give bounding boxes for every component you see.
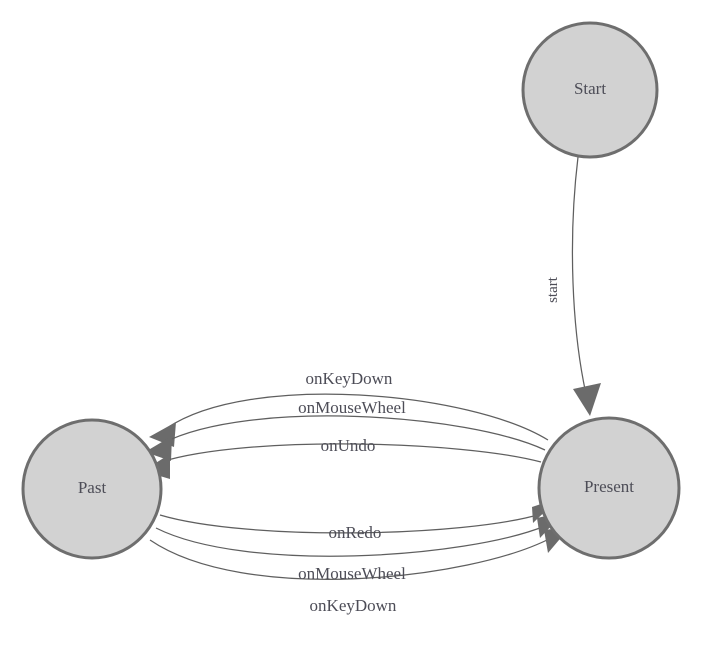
edge-label-start: start [545,276,561,303]
edge-line [149,537,552,580]
edge-line [159,513,542,534]
edge-line [160,443,542,463]
node-present-circle [537,416,681,560]
edge-line [155,525,546,557]
arrowhead-icon [145,436,172,461]
node-start-circle [521,21,659,159]
node-start[interactable]: Start [521,21,659,159]
node-present-label: Present [584,477,634,496]
node-past[interactable]: Past [21,418,163,560]
edge-line [162,415,546,451]
node-past-label: Past [78,478,107,497]
edge-label-past-present-onmousewheel: onMouseWheel [298,564,406,583]
edge-label-present-past-onundo: onUndo [321,436,376,455]
edge-line [571,156,587,395]
edge-line [166,393,549,441]
edge-label-past-present-onredo: onRedo [329,523,382,542]
arrowhead-icon [573,383,601,416]
edge-start-to-present-start[interactable] [571,156,601,416]
node-present[interactable]: Present [537,416,681,560]
edge-label-present-past-onkeydown: onKeyDown [306,369,393,388]
edge-label-past-present-onkeydown: onKeyDown [310,596,397,615]
node-start-label: Start [574,79,606,98]
edge-present-to-past-onmousewheel[interactable] [145,415,546,461]
node-past-circle [21,418,163,560]
edge-label-present-past-onmousewheel: onMouseWheel [298,398,406,417]
